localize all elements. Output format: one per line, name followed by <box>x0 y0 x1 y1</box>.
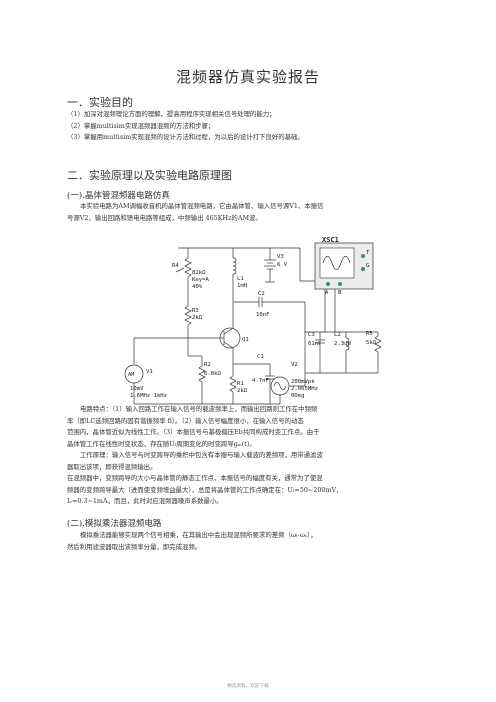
c3-label: C3 <box>308 332 315 338</box>
v3-label: V3 <box>277 254 284 260</box>
r1-label: R1 <box>237 381 244 387</box>
list-item: （2）掌握multisim实现混频器混频的方法和步骤； <box>67 121 215 130</box>
r1-value: 2kΩ <box>237 388 248 394</box>
r5-label: R5 <box>366 331 373 337</box>
v1-amplitude: 10mV <box>130 386 144 392</box>
l1-label: L1 <box>237 276 244 282</box>
l1-value: 1mH <box>237 283 247 289</box>
v1-frequency: 1.6MHz 1kHz <box>130 393 167 399</box>
v1-label: V1 <box>146 369 153 375</box>
paragraph-line: 然后利用滤波器取出该频率分量，即完成混频。 <box>67 542 202 551</box>
paragraph-line: 模拟乘法器能够实现两个信号相乘，在其输出中会出现混频所要求的差频（ωₗ-ωₛ）， <box>80 531 317 539</box>
l2-value: 2.3uH <box>334 341 351 347</box>
list-item: （3）掌握用multisim实现混频的设计方法和过程，为以后的设计打下良好的基础… <box>67 133 304 141</box>
v1-symbol: AM <box>128 372 134 378</box>
paragraph-line: 工作原理：输入信号与时变跨导的乘积中包含有本振与输入载波的差频项，用带通滤波 <box>80 451 323 459</box>
subsection-2-text: 模拟乘法器能够实现两个信号相乘，在其输出中会出现混频所要求的差频（ωₗ-ωₛ），… <box>67 530 317 553</box>
r5-value: 5kΩ <box>366 340 377 346</box>
page-footer: 精选资料，欢迎下载 <box>227 684 269 689</box>
paragraph-line: Iₑ=0.3~1mA，而且，此时对应混频器噪声系数最小。 <box>67 497 223 505</box>
r4-setting: 40% <box>192 284 203 290</box>
v2-amplitude: 200mVpk <box>291 379 315 385</box>
r4-value: 82kΩ <box>192 270 206 276</box>
scope-label: XSC1 <box>322 236 339 244</box>
v2-phase: 0Deg <box>291 393 304 399</box>
r3-value: 2kΩ <box>192 315 203 321</box>
v2-frequency: 2.065MHz <box>291 386 318 392</box>
paragraph-line: 率（即LC选频回路的固有谐振频率 fi）。（2）输入信号幅度很小，在输入信号的动… <box>67 416 304 425</box>
oscilloscope-xsc1 <box>314 242 374 290</box>
circuit-features-paragraph: 电路特点：（1）输入回路工作在输入信号的载波频率上，而输出回路则工作在中频频 率… <box>67 404 343 508</box>
r4-key: Key=A <box>192 277 209 283</box>
paragraph-line: 频器的变频跨导最大（进而使变频增益最大），总是将晶体管的工作点确定在：Uₗ=50… <box>67 485 343 494</box>
paragraph-line: 范围内，晶体管近似为线性工作。（3）本振信号与基极偏压Eb共同构成时变工作点。由… <box>67 428 320 436</box>
section-1-heading: 一．实验目的 <box>67 96 133 109</box>
subsection-1-intro: 本实验电路为AM调幅收音机的晶体管混频电路，它由晶体管、输入信号源V1、本振信 … <box>67 201 324 224</box>
paragraph-line: 电路特点：（1）输入回路工作在输入信号的载波频率上，而输出回路则工作在中频频 <box>80 405 318 413</box>
scope-pin: G <box>366 263 370 269</box>
c2-value: 10nF <box>256 312 270 318</box>
scope-pin: T <box>366 250 370 256</box>
mixer-circuit-schematic: XSC1 T G A B R4 82kΩ Key=A 40% L1 1mH V3… <box>124 236 382 405</box>
paragraph-line: 本实验电路为AM调幅收音机的晶体管混频电路，它由晶体管、输入信号源V1、本振信 <box>80 202 324 210</box>
scope-pin: B <box>338 290 342 296</box>
page-title: 混频器仿真实验报告 <box>175 68 320 86</box>
v2-label: V2 <box>291 362 298 368</box>
paragraph-line: 晶体管工作在线性时变状态，存在随Uₗ周期变化的时变跨导gₘ(t)。 <box>67 439 256 448</box>
corner-dot: . <box>90 46 92 52</box>
c1-label: C1 <box>257 354 264 360</box>
c3-value: 61nF <box>308 341 322 347</box>
subsection-1-heading: (一).晶体管混频器电路仿真 <box>67 191 170 201</box>
l2-label: L2 <box>334 332 341 338</box>
r2-label: R2 <box>204 362 211 368</box>
list-item: （1）加深对混频理论方面的理解，提高用程序实现相关信号处理的能力； <box>67 110 276 118</box>
r3-label: R3 <box>192 308 199 314</box>
q1-label: Q1 <box>242 337 249 343</box>
c1-value: 4.7nF <box>252 378 269 384</box>
r4-label: R4 <box>172 263 179 269</box>
paragraph-line: 号源V2、输出回路和馈电电路等组成，中频输出 465KHz的AM波。 <box>67 213 262 222</box>
paragraph-line: 器取出该项，即获得混频输出。 <box>67 462 157 471</box>
scope-pin: A <box>325 290 329 296</box>
paragraph-line: 在混频器中，变频跨导的大小与晶体管的静态工作点、本振信号的幅度有关，通常为了使混 <box>67 474 323 482</box>
v3-value: 6 V <box>277 262 288 268</box>
subsection-2-heading: (二).模拟乘法器混频电路 <box>67 519 162 529</box>
section-2-heading: 二．实验原理以及实验电路原理图 <box>67 169 232 182</box>
section-1-list: （1）加深对混频理论方面的理解，提高用程序实现相关信号处理的能力； （2）掌握m… <box>67 109 304 144</box>
c2-label: C2 <box>258 291 265 297</box>
r2-value: 6.8kΩ <box>204 371 221 377</box>
